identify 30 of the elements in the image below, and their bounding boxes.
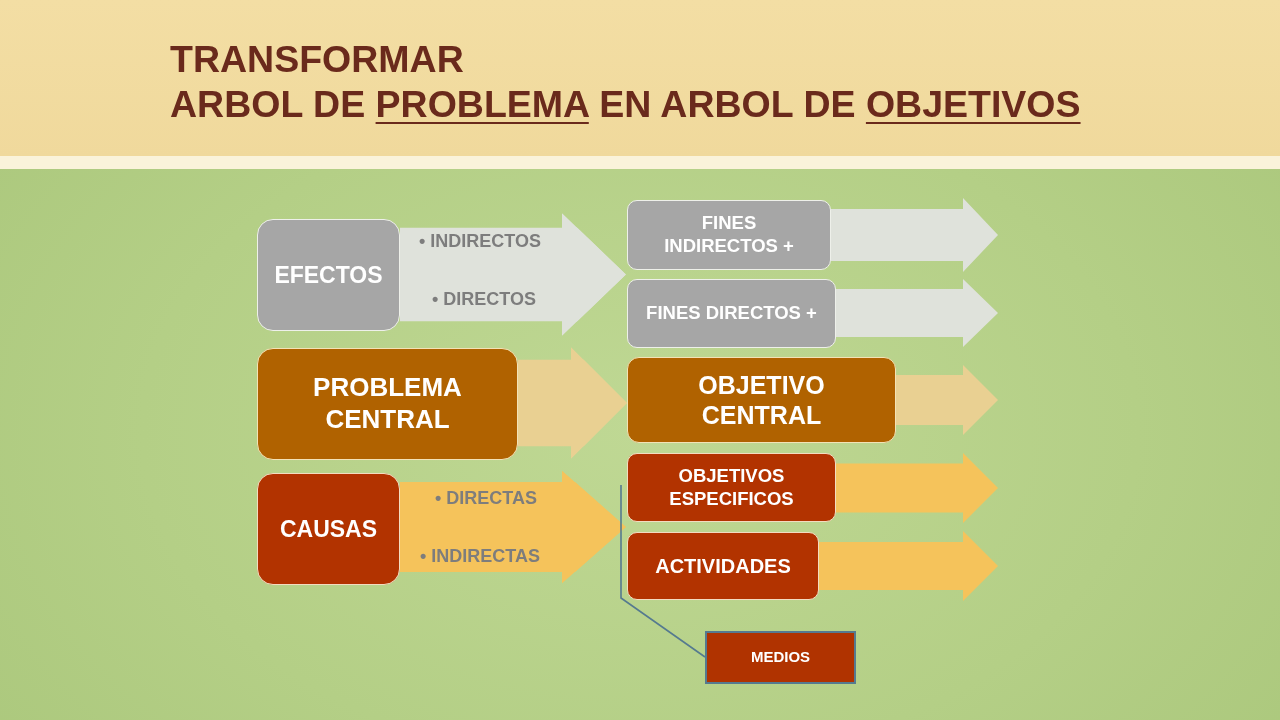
pointer-shape bbox=[836, 453, 998, 523]
pointer-shape bbox=[836, 279, 998, 347]
rounded-box bbox=[257, 348, 518, 460]
box-label: OBJETIVO CENTRAL bbox=[697, 369, 826, 431]
rounded-box bbox=[627, 200, 831, 270]
box-label: MEDIOS bbox=[750, 648, 811, 667]
slide-title: TRANSFORMAR ARBOL DE PROBLEMA EN ARBOL DE OBJETIVOS bbox=[170, 37, 1081, 127]
pointer-shape bbox=[896, 365, 998, 435]
box-label: ACTIVIDADES bbox=[655, 553, 791, 579]
edge-label: • INDIRECTOS bbox=[419, 230, 541, 252]
box-label: OBJETIVOS ESPECIFICOS bbox=[668, 464, 795, 511]
rounded-box bbox=[627, 532, 819, 600]
pointer-shape bbox=[819, 531, 998, 601]
rounded-box bbox=[627, 279, 836, 348]
edge-label: • INDIRECTAS bbox=[420, 545, 540, 567]
pointer-shape bbox=[831, 198, 998, 272]
rounded-box bbox=[627, 357, 896, 443]
block-arrow bbox=[400, 213, 626, 336]
edge-label: • DIRECTOS bbox=[432, 288, 536, 310]
box-label: FINES DIRECTOS + bbox=[646, 302, 817, 325]
rectangle-box bbox=[705, 631, 856, 684]
box-label: PROBLEMA CENTRAL bbox=[312, 372, 463, 436]
box-label: CAUSAS bbox=[279, 514, 378, 543]
rounded-box bbox=[257, 473, 400, 585]
box-label: FINES INDIRECTOS + bbox=[663, 212, 795, 258]
leader-line bbox=[620, 484, 706, 658]
rounded-box bbox=[627, 453, 836, 522]
edge-label: • DIRECTAS bbox=[435, 487, 537, 509]
box-label: EFECTOS bbox=[274, 260, 383, 289]
rounded-box bbox=[257, 219, 400, 331]
